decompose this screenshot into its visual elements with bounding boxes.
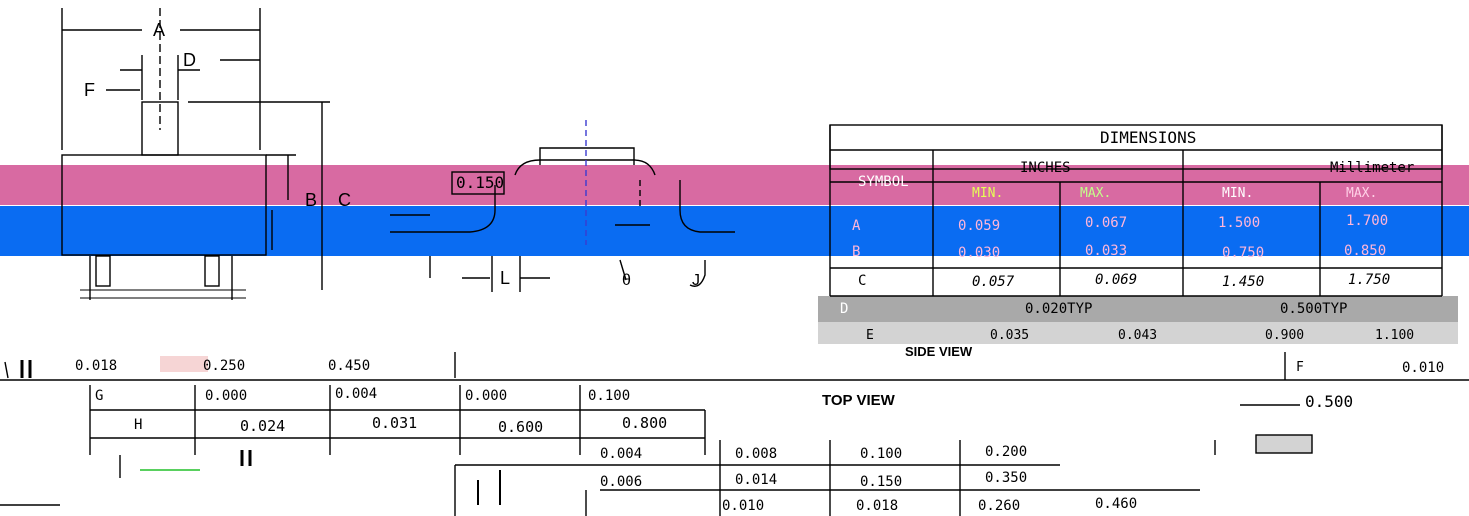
row-b-mm-max: 0.850 [1344, 243, 1387, 259]
header-mm-max: MAX. [1346, 186, 1378, 201]
frag-i-3: 0.100 [860, 446, 903, 462]
row-e-in-min: 0.035 [990, 328, 1030, 343]
row-a-in-min: 0.059 [958, 218, 1001, 234]
header-mm-min: MIN. [1222, 186, 1254, 201]
frag-g-sym: G [95, 388, 104, 404]
frag-k-0: 0.010 [722, 498, 765, 514]
label-b: B [305, 190, 318, 210]
frag-h-sym: H [134, 417, 143, 433]
row-e-mm-min: 0.900 [1265, 328, 1305, 343]
frag-j-1: 0.014 [735, 472, 778, 488]
row-b-sym: B [852, 244, 861, 260]
frag-row1-2: 0.450 [328, 358, 371, 374]
header-symbol: SYMBOL [858, 174, 909, 190]
frag-h-4: 0.800 [622, 414, 668, 432]
frag-right-500: 0.500 [1305, 392, 1354, 411]
overlay-band-lightgray [818, 322, 1458, 344]
overlay-band-pink [0, 165, 1469, 205]
row-a-mm-min: 1.500 [1218, 215, 1261, 231]
row-a-in-max: 0.067 [1085, 215, 1128, 231]
frag-row1-1: 0.250 [203, 358, 246, 374]
frag-g-1: 0.000 [205, 388, 248, 404]
frag-f-val: 0.010 [1402, 360, 1445, 376]
side-view-caption: SIDE VIEW [905, 344, 973, 359]
row-a-sym: A [852, 218, 861, 234]
frag-i-4: 0.200 [985, 444, 1028, 460]
row-c-in-max: 0.069 [1095, 272, 1138, 288]
frag-h-3: 0.600 [498, 418, 544, 436]
frag-row1-0: 0.018 [75, 358, 118, 374]
frag-k-2: 0.260 [978, 498, 1021, 514]
frag-f-label: F [1296, 360, 1304, 375]
label-c: C [338, 190, 351, 210]
row-e-in-max: 0.043 [1118, 328, 1158, 343]
label-d: D [183, 50, 196, 70]
overlay-band-gray [818, 296, 1458, 322]
label-j: J [692, 272, 700, 289]
overlay-band-blue [0, 206, 1469, 256]
row-b-mm-min: 0.750 [1222, 245, 1265, 261]
top-view-caption: TOP VIEW [822, 392, 895, 409]
row-b-in-max: 0.033 [1085, 243, 1128, 259]
frag-j-0: 0.006 [600, 474, 643, 490]
side-view-body [539, 147, 635, 165]
row-d-sym: D [840, 301, 849, 317]
row-d-mm-typ: 0.500TYP [1280, 301, 1348, 317]
row-e-sym: E [866, 328, 874, 343]
row-d-in-typ: 0.020TYP [1025, 301, 1093, 317]
frag-j-3: 0.350 [985, 470, 1028, 486]
frag-j-2: 0.150 [860, 474, 903, 490]
label-theta: θ [622, 272, 631, 289]
row-e-mm-max: 1.100 [1375, 328, 1415, 343]
label-l: L [500, 268, 511, 288]
frag-g-3: 0.000 [465, 388, 508, 404]
row-c-mm-max: 1.750 [1348, 272, 1391, 288]
label-box-value: 0.150 [456, 173, 505, 192]
frag-i-2: 0.008 [735, 446, 778, 462]
row-c-sym: C [858, 273, 867, 289]
label-f: F [84, 80, 95, 100]
frag-h-2: 0.031 [372, 414, 418, 432]
row-b-in-min: 0.030 [958, 245, 1001, 261]
frag-i-1: 0.004 [600, 446, 643, 462]
top-view-lead [141, 101, 179, 156]
frag-k-1: 0.018 [856, 498, 899, 514]
header-inches: INCHES [1020, 160, 1071, 176]
frag-g-4: 0.100 [588, 388, 631, 404]
header-in-min: MIN. [972, 186, 1004, 201]
row-c-mm-min: 1.450 [1222, 274, 1265, 290]
row-c-in-min: 0.057 [972, 274, 1015, 290]
header-mm: Millimeter [1330, 160, 1415, 176]
table-title: DIMENSIONS [1100, 128, 1197, 147]
frag-g-2: 0.004 [335, 386, 378, 402]
frag-h-1: 0.024 [240, 417, 286, 435]
label-a: A [153, 20, 166, 40]
header-in-max: MAX. [1080, 186, 1112, 201]
frag-k-3: 0.460 [1095, 496, 1138, 512]
row-a-mm-max: 1.700 [1346, 213, 1389, 229]
top-view-body [61, 154, 267, 256]
